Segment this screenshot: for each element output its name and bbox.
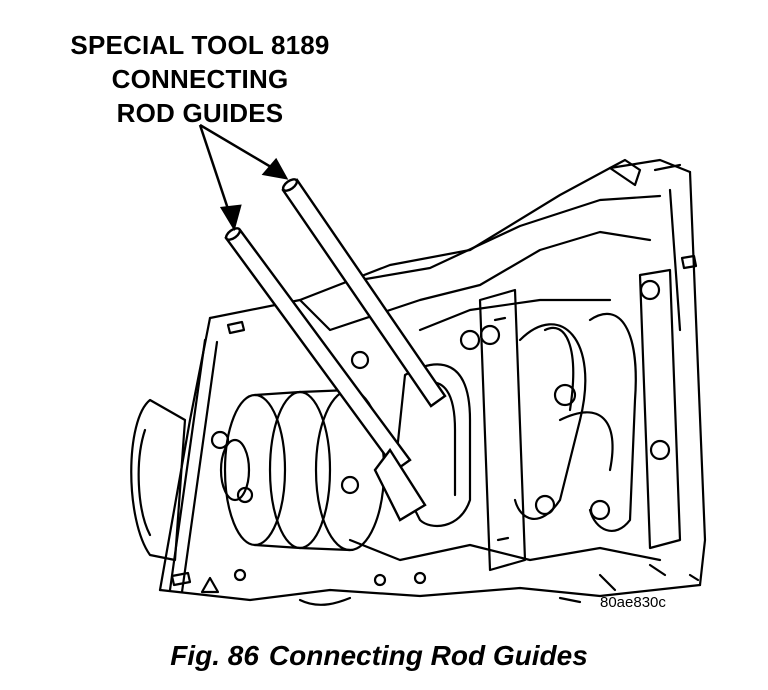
bearing-cap-1 <box>478 288 527 572</box>
callout-label: SPECIAL TOOL 8189 CONNECTING ROD GUIDES <box>40 28 360 130</box>
block-right-edge <box>688 170 707 587</box>
figure-number: Fig. 86 <box>170 640 259 671</box>
left-rod <box>168 338 219 594</box>
bearing-cap-2 <box>638 268 682 550</box>
pulley <box>130 398 187 562</box>
callout-arrows <box>198 123 289 232</box>
callout-line-1: SPECIAL TOOL 8189 <box>70 30 330 60</box>
crank-throw-2 <box>588 313 637 532</box>
arrowhead-upper <box>261 157 289 180</box>
connecting-rod <box>393 363 472 528</box>
connecting-rod-guides <box>224 178 447 522</box>
guide-rod-lower <box>224 228 412 472</box>
arrowhead-lower <box>219 204 242 232</box>
callout-line-2: CONNECTING <box>111 64 289 94</box>
figure-caption: Fig. 86 Connecting Rod Guides <box>0 640 768 672</box>
guide-rod-upper <box>281 178 447 408</box>
callout-line-3: ROD GUIDES <box>116 98 284 128</box>
front-journal <box>223 393 287 547</box>
catalog-number: 80ae830c <box>600 594 666 611</box>
engine-block-diagram <box>130 123 707 606</box>
crank-throw-1 <box>513 323 587 521</box>
block-bottom-edge <box>158 583 702 602</box>
figure-title: Connecting Rod Guides <box>268 640 588 671</box>
block-top-edge <box>208 158 692 320</box>
